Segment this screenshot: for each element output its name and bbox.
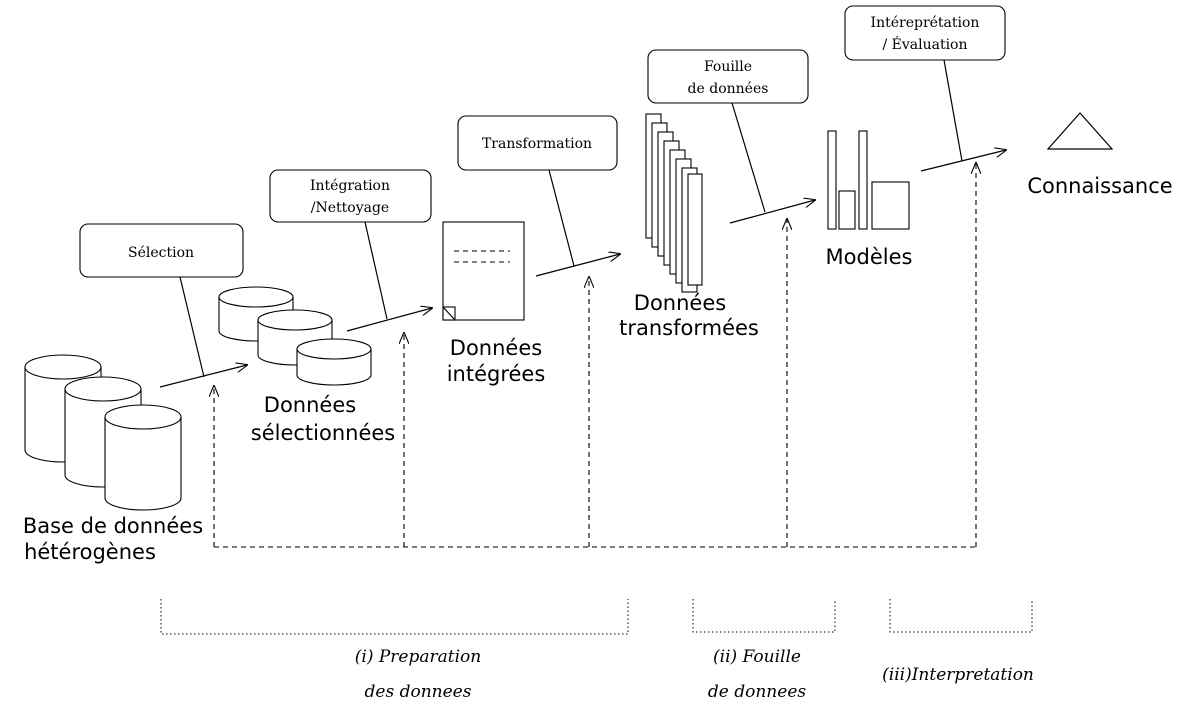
- phase-preparation-line2: des donnees: [365, 682, 472, 702]
- phase-fouille-line2: de donnees: [708, 682, 806, 702]
- transformed-data-icon: [645, 113, 703, 293]
- arrow-to-models: [729, 200, 815, 224]
- heterogeneous-databases-icon: [24, 354, 182, 511]
- base-label-line2: hétérogènes: [24, 540, 156, 564]
- integration-label-line1: Intégration: [310, 178, 390, 194]
- interpretation-label-line1: Intéreprétation: [871, 15, 980, 31]
- interpretation-label-line2: / Évaluation: [882, 35, 967, 53]
- selected-data-icon: [218, 286, 372, 386]
- small-cylinder-3: [296, 338, 372, 386]
- cylinder-3: [104, 404, 182, 511]
- fouille-box: Fouille de données: [647, 49, 809, 104]
- arrow-to-transformed: [535, 254, 620, 277]
- phase-fouille-line1: (ii) Fouille: [713, 647, 801, 667]
- knowledge-label: Connaissance: [1027, 174, 1172, 198]
- selected-label-line1: Données: [264, 393, 356, 417]
- selected-label-line2: sélectionnées: [251, 421, 395, 445]
- transformed-label-line2: transformées: [619, 316, 759, 340]
- fouille-label-line1: Fouille: [704, 59, 752, 75]
- integration-label-line2: /Nettoyage: [311, 200, 389, 216]
- phase-interpretation: (iii)Interpretation: [882, 665, 1034, 685]
- transformation-label: Transformation: [482, 136, 592, 152]
- transformed-label-line1: Données: [634, 291, 726, 315]
- integration-box: Intégration /Nettoyage: [269, 169, 432, 223]
- fouille-bracket: [692, 599, 836, 633]
- interpretation-box: Intéreprétation / Évaluation: [844, 5, 1006, 61]
- integrated-document-icon: [442, 221, 525, 321]
- interpretation-bracket: [889, 599, 1033, 633]
- integrated-label-line2: intégrées: [447, 362, 546, 386]
- selection-label: Sélection: [128, 245, 194, 261]
- knowledge-triangle-icon: [1046, 112, 1114, 150]
- models-label: Modèles: [826, 245, 913, 269]
- preparation-bracket: [160, 599, 629, 635]
- forward-arrows: [159, 150, 1006, 388]
- arrow-to-knowledge: [920, 150, 1006, 172]
- base-label-line1: Base de données: [23, 514, 203, 538]
- fouille-label-line2: de données: [688, 81, 769, 97]
- phase-preparation-line1: (i) Preparation: [355, 647, 481, 667]
- phase-brackets: [160, 599, 1033, 635]
- models-icon: [827, 130, 910, 230]
- selection-box: Sélection: [79, 223, 244, 278]
- arrow-to-integrated: [346, 308, 432, 332]
- feedback-loop: [214, 163, 976, 548]
- transformation-box: Transformation: [457, 115, 618, 171]
- box-pointer-lines: [179, 59, 963, 378]
- integrated-label-line1: Données: [450, 336, 542, 360]
